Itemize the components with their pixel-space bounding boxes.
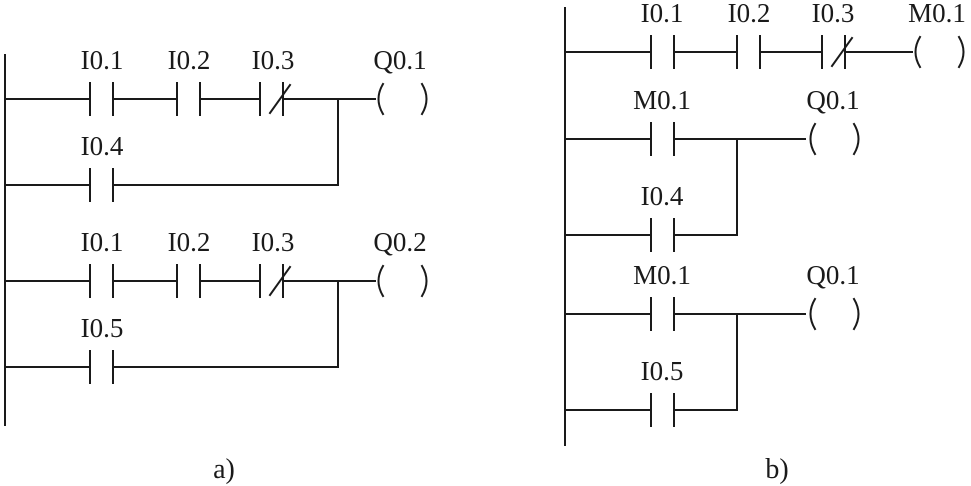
coil-label: M0.1 [908, 0, 966, 28]
rung-a2: I0.1 I0.2 I0.3 Q0.2 [4, 227, 428, 298]
panel-b: I0.1 I0.2 I0.3 M0.1 M0.1 Q0.1 I0.4 M0.1 … [564, 0, 966, 485]
contact-label: I0.3 [812, 0, 855, 28]
contact-label: I0.3 [252, 227, 295, 257]
contact-label: I0.1 [81, 227, 124, 257]
coil-b3 [809, 297, 860, 331]
contact-label: M0.1 [633, 260, 691, 290]
coil-b2 [809, 122, 860, 156]
coil-b1 [914, 35, 965, 69]
rung-b2: M0.1 Q0.1 I0.4 [564, 85, 860, 252]
contact-label: I0.4 [641, 181, 684, 211]
contact-label: I0.2 [168, 227, 211, 257]
contact-label: I0.2 [168, 45, 211, 75]
contact-label: I0.5 [81, 313, 124, 343]
contact-label: I0.5 [641, 356, 684, 386]
branch-a2: I0.5 [4, 280, 339, 384]
panel-b-caption: b) [765, 454, 788, 485]
coil-label: Q0.1 [806, 85, 859, 115]
rung-b1: I0.1 I0.2 I0.3 M0.1 [564, 0, 966, 69]
coil-label: Q0.1 [806, 260, 859, 290]
coil-label: Q0.2 [373, 227, 426, 257]
contact-label: I0.2 [728, 0, 771, 28]
rung-b3: M0.1 Q0.1 I0.5 [564, 260, 860, 427]
panel-a: I0.1 I0.2 I0.3 Q0.1 I0.4 I0.1 I0.2 I0.3 … [4, 45, 428, 485]
branch-a1: I0.4 [4, 98, 339, 202]
coil-a2 [377, 264, 428, 298]
coil-a1 [377, 82, 428, 116]
contact-label: I0.1 [641, 0, 684, 28]
contact-label: I0.3 [252, 45, 295, 75]
rung-a1: I0.1 I0.2 I0.3 Q0.1 [4, 45, 428, 116]
contact-label: I0.1 [81, 45, 124, 75]
contact-label: I0.4 [81, 131, 124, 161]
coil-label: Q0.1 [373, 45, 426, 75]
contact-label: M0.1 [633, 85, 691, 115]
panel-a-caption: a) [213, 454, 235, 485]
